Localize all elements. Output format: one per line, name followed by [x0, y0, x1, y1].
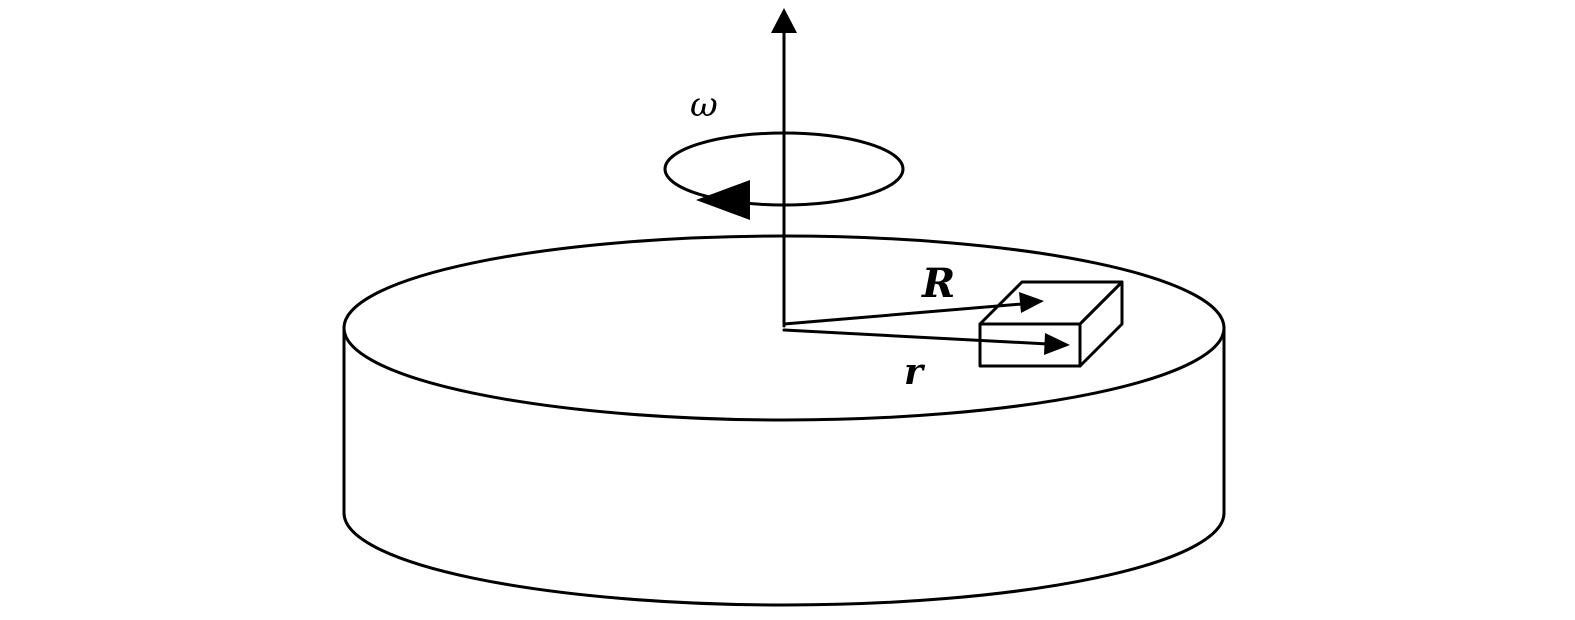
omega-label: ω — [690, 85, 718, 125]
rotation-loop: ω — [663, 85, 905, 220]
vector-big-r-arrowhead — [1019, 292, 1044, 313]
block — [978, 280, 1124, 368]
vector-small-r: r — [782, 328, 1070, 393]
vector-big-r: R — [782, 260, 1044, 326]
small-r-label: r — [904, 351, 926, 393]
block-front-face — [978, 322, 1082, 368]
axis-arrowhead — [771, 8, 797, 33]
vector-small-r-arrowhead — [1044, 333, 1070, 355]
vector-small-r-line — [782, 328, 1050, 346]
block-side-face — [1078, 280, 1124, 368]
big-r-label: R — [921, 260, 955, 307]
rotation-arrowhead — [696, 180, 750, 220]
cylinder-side — [342, 326, 1226, 607]
vector-big-r-line — [782, 302, 1024, 326]
rotation-axis — [771, 8, 797, 328]
rotation-ellipse — [663, 131, 905, 207]
